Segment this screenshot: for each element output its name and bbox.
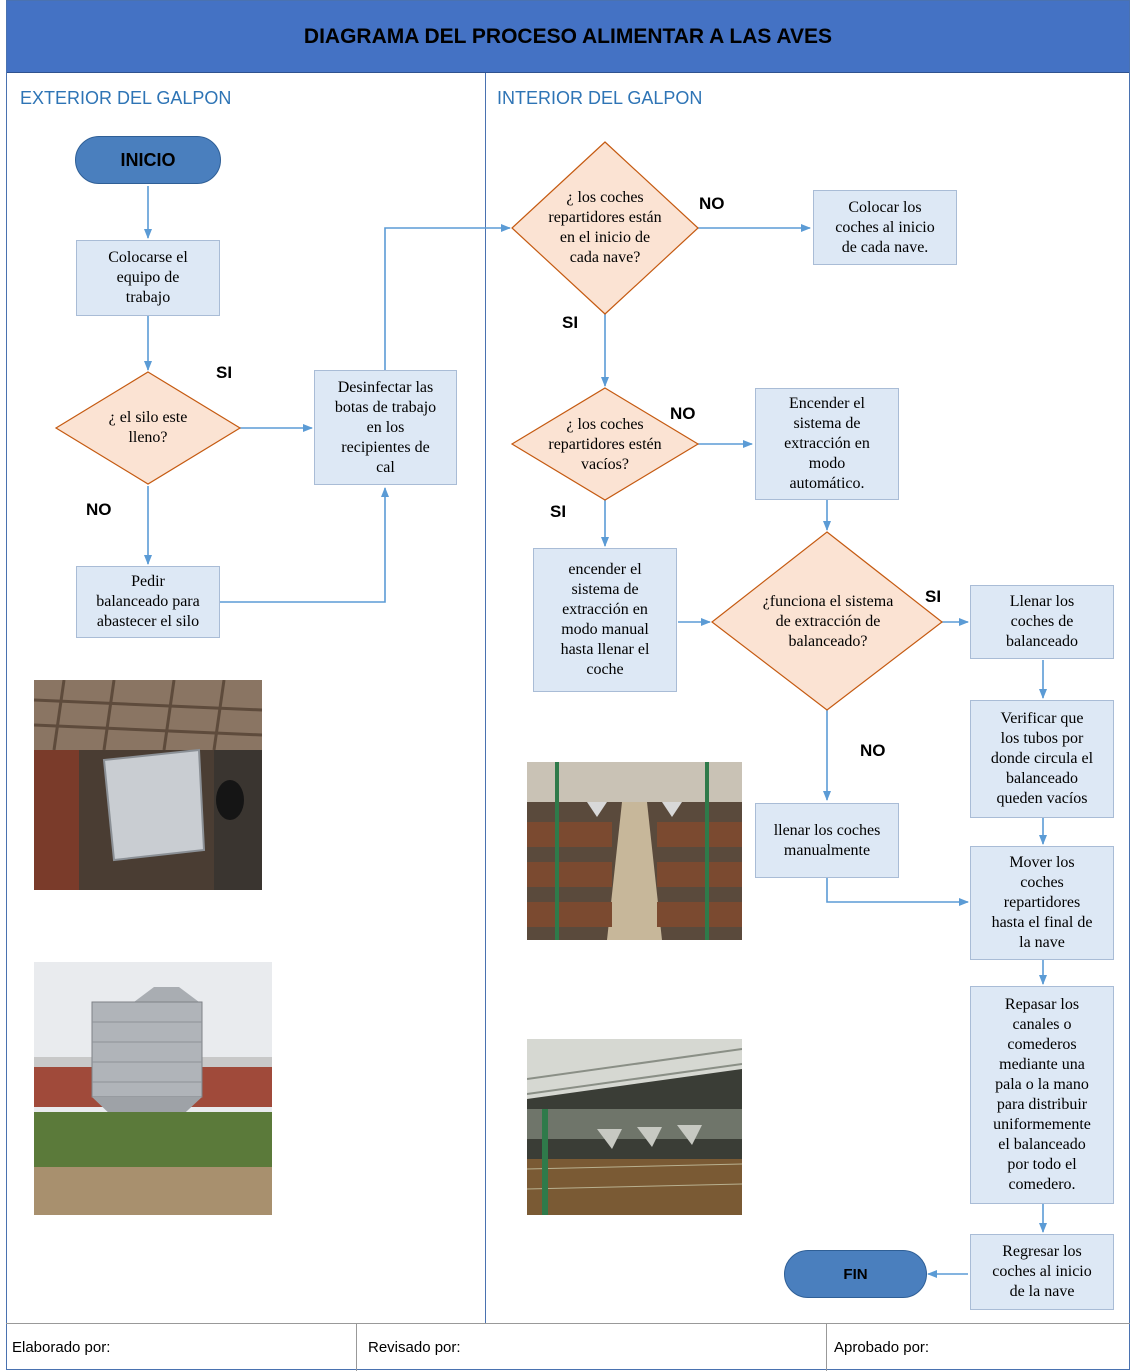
footer-aprobado: Aprobado por: bbox=[834, 1339, 930, 1356]
photo-galpon-comederos-image bbox=[527, 1039, 742, 1215]
step-repasar-canales: Repasar los canales o comederos mediante… bbox=[970, 986, 1114, 1204]
step-pedir-balanceado: Pedir balanceado para abastecer el silo bbox=[76, 566, 220, 638]
label-si-funciona: SI bbox=[925, 587, 942, 606]
diagram-title-text: DIAGRAMA DEL PROCESO ALIMENTAR A LAS AVE… bbox=[303, 24, 833, 48]
step-encender-manual: encender el sistema de extracción en mod… bbox=[533, 548, 677, 692]
photo-silo-exterior bbox=[34, 962, 272, 1215]
step-llenar-manualmente: llenar los coches manualmente bbox=[755, 803, 899, 878]
label-no-funciona: NO bbox=[860, 741, 886, 760]
decision-coches-inicio: ¿ los coches repartidores están en el in… bbox=[548, 189, 662, 266]
photo-galpon-pasillo bbox=[527, 762, 742, 940]
arrow-desinfectar-inicio-check bbox=[384, 224, 511, 370]
decision-silo-lleno: ¿ el silo este lleno? bbox=[108, 409, 188, 446]
step-llenar-coches: Llenar los coches de balanceado bbox=[970, 585, 1114, 659]
lane-divider bbox=[485, 73, 486, 1323]
decision-funciona-shape bbox=[711, 531, 943, 711]
photo-galpon-comederos bbox=[527, 1039, 742, 1215]
photo-silo-interior-image bbox=[34, 680, 262, 890]
footer-signatures: Elaborado por: Revisado por: Aprobado po… bbox=[6, 1323, 1130, 1371]
diagram-title: DIAGRAMA DEL PROCESO ALIMENTAR A LAS AVE… bbox=[6, 0, 1130, 73]
decision-silo-shape bbox=[54, 371, 242, 485]
label-si-inicio: SI bbox=[562, 313, 579, 332]
end-terminal: FIN bbox=[784, 1250, 927, 1298]
arrow-manualmente-mover bbox=[826, 878, 969, 906]
footer-elaborado: Elaborado por: bbox=[12, 1339, 111, 1356]
photo-silo-interior bbox=[34, 680, 262, 890]
step-desinfectar-botas: Desinfectar las botas de trabajo en los … bbox=[314, 370, 457, 485]
footer-separator-2 bbox=[826, 1324, 827, 1371]
step-colocar-coches: Colocar los coches al inicio de cada nav… bbox=[813, 190, 957, 265]
step-colocarse-equipo: Colocarse el equipo de trabajo bbox=[76, 240, 220, 316]
start-terminal: INICIO bbox=[75, 136, 221, 184]
decision-coches-inicio-shape bbox=[511, 141, 699, 315]
step-verificar-tubos: Verificar que los tubos por donde circul… bbox=[970, 700, 1114, 818]
label-no-inicio: NO bbox=[699, 194, 725, 213]
photo-galpon-pasillo-image bbox=[527, 762, 742, 940]
start-terminal-text: INICIO bbox=[120, 149, 176, 170]
footer-separator-1 bbox=[356, 1324, 357, 1371]
lane-interior-title: INTERIOR DEL GALPON bbox=[497, 88, 703, 108]
label-no-silo: NO bbox=[86, 500, 112, 519]
decision-coches-vacios: ¿ los coches repartidores estén vacíos? bbox=[548, 416, 662, 473]
arrow-pedir-desinfectar bbox=[220, 487, 389, 603]
step-encender-automatico: Encender el sistema de extracción en mod… bbox=[755, 388, 899, 500]
label-no-vacios: NO bbox=[670, 404, 696, 423]
decision-funciona-sistema: ¿funciona el sistema de extracción de ba… bbox=[762, 593, 894, 650]
end-terminal-text: FIN bbox=[843, 1265, 868, 1283]
step-regresar-coches: Regresar los coches al inicio de la nave bbox=[970, 1234, 1114, 1310]
step-mover-coches: Mover los coches repartidores hasta el f… bbox=[970, 846, 1114, 960]
label-si-vacios: SI bbox=[550, 502, 567, 521]
decision-coches-vacios-shape bbox=[510, 387, 700, 501]
diagram-frame bbox=[6, 0, 1130, 1370]
footer-revisado: Revisado por: bbox=[368, 1339, 461, 1356]
lane-exterior-title: EXTERIOR DEL GALPON bbox=[20, 88, 232, 108]
label-si-silo: SI bbox=[216, 363, 233, 382]
photo-silo-exterior-image bbox=[34, 962, 272, 1215]
